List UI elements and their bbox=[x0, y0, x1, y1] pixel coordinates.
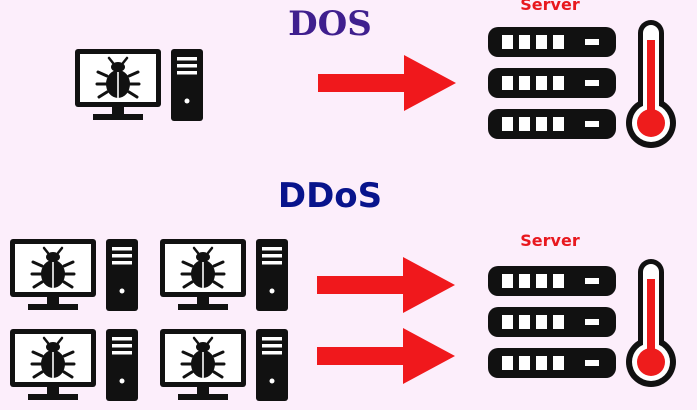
ddos-arrow-icon-1 bbox=[317, 257, 455, 313]
dos-title: DOS bbox=[288, 4, 372, 44]
dos-arrow-icon bbox=[318, 55, 456, 111]
ddos-title: DDoS bbox=[277, 176, 383, 216]
ddos-attacker-computer-2 bbox=[160, 239, 288, 311]
ddos-attacker-computer-3 bbox=[10, 329, 138, 401]
dos-attacker-computer bbox=[75, 49, 203, 121]
dos-server-label: Server bbox=[520, 0, 580, 14]
ddos-server-rack-icon bbox=[488, 266, 616, 378]
dos-server-rack-icon bbox=[488, 27, 616, 139]
ddos-server-label: Server bbox=[520, 231, 580, 250]
ddos-attacker-computer-1 bbox=[10, 239, 138, 311]
ddos-attacker-computer-4 bbox=[160, 329, 288, 401]
ddos-thermometer-icon bbox=[626, 259, 676, 387]
ddos-arrow-icon-2 bbox=[317, 328, 455, 384]
dos-thermometer-icon bbox=[626, 20, 676, 148]
